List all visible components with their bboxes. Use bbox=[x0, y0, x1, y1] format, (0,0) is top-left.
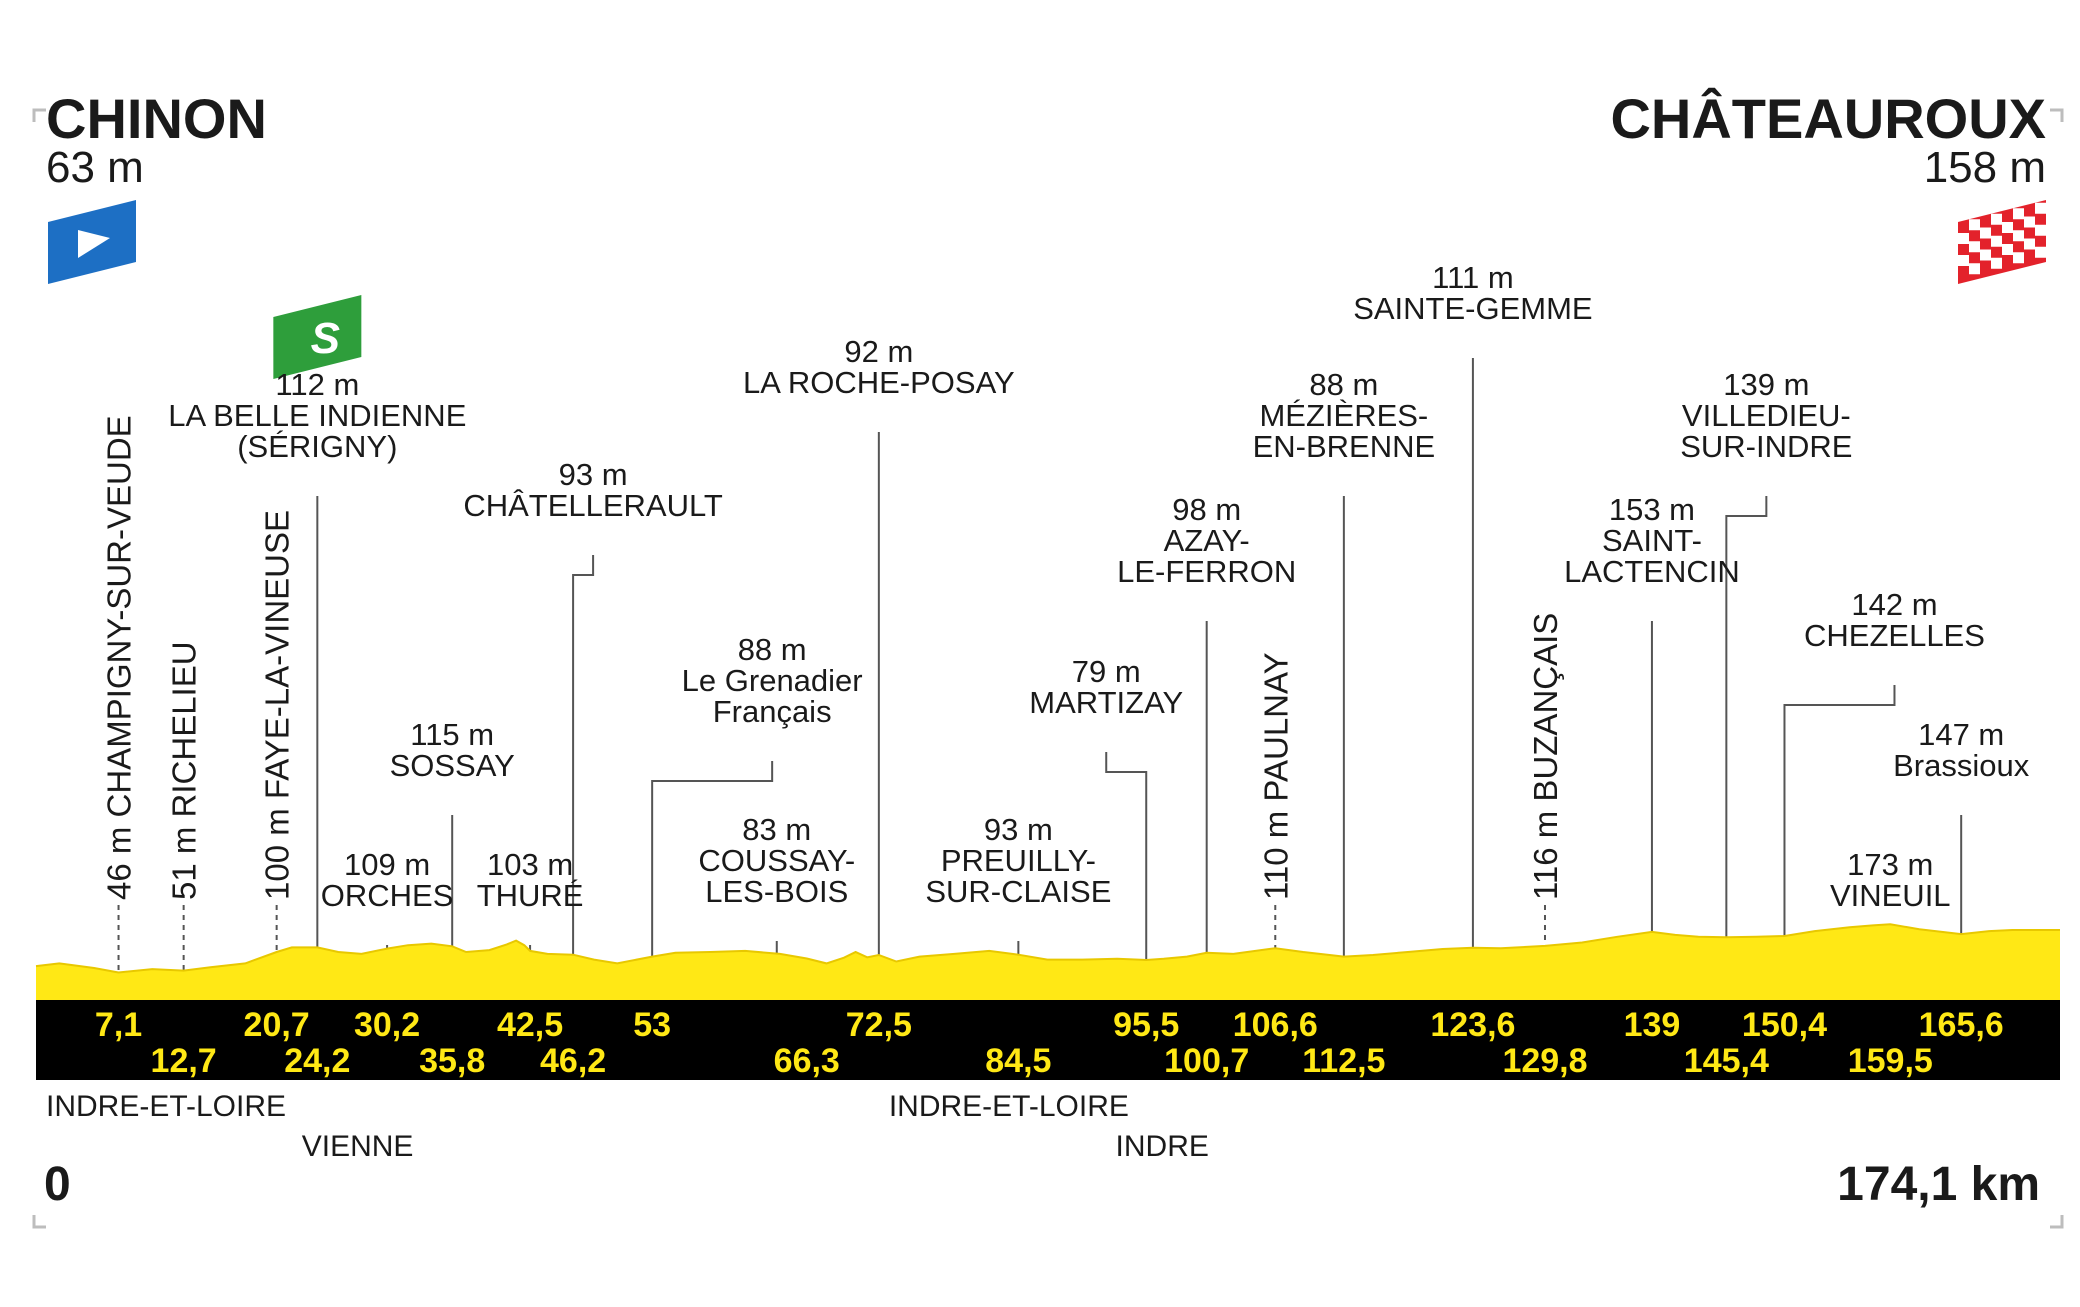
place-leader-line bbox=[1105, 752, 1148, 960]
sprint-icon: S bbox=[273, 295, 362, 379]
place-label: 116 m BUZANÇAIS bbox=[1527, 613, 1564, 900]
place-labels: 46 m CHAMPIGNY-SUR-VEUDE 51 m RICHELIEU 10… bbox=[101, 260, 2030, 913]
km-marker-label: 20,7 bbox=[244, 1006, 310, 1044]
km-marker-label: 106,6 bbox=[1233, 1006, 1318, 1044]
finish-elevation: 158 m bbox=[1924, 143, 2046, 192]
place-label: 110 m PAULNAY bbox=[1257, 652, 1294, 900]
km-marker-label: 95,5 bbox=[1113, 1006, 1179, 1044]
km-marker-label: 145,4 bbox=[1684, 1042, 1769, 1080]
department-label: INDRE-ET-LOIRE bbox=[889, 1090, 1129, 1123]
km-marker-label: 139 bbox=[1624, 1006, 1681, 1044]
km-marker-label: 30,2 bbox=[354, 1006, 420, 1044]
start-town-name: CHINON bbox=[46, 87, 267, 150]
km-marker-label: 53 bbox=[633, 1006, 671, 1044]
km-marker-label: 46,2 bbox=[540, 1042, 606, 1080]
km-marker-label: 12,7 bbox=[151, 1042, 217, 1080]
department-label: INDRE-ET-LOIRE bbox=[46, 1090, 286, 1123]
place-leader-line bbox=[572, 555, 595, 955]
place-leader-lines bbox=[117, 358, 1963, 973]
profile-area bbox=[36, 924, 2060, 1000]
km-band: 7,112,7 20,724,230,235,8 42,546,2 53 66,372,… bbox=[36, 1000, 2060, 1080]
start-flag-icon bbox=[48, 200, 136, 284]
km-marker-label: 84,5 bbox=[985, 1042, 1051, 1080]
km-marker-label: 129,8 bbox=[1502, 1042, 1587, 1080]
place-leader-line bbox=[1783, 685, 1896, 937]
place-label: 51 m RICHELIEU bbox=[166, 641, 203, 900]
department-label: INDRE bbox=[1116, 1130, 1209, 1163]
km-marker-label: 72,5 bbox=[846, 1006, 912, 1044]
profile-outline bbox=[35, 923, 2060, 974]
finish-flag-icon bbox=[1958, 200, 2046, 284]
km-marker-label: 24,2 bbox=[284, 1042, 350, 1080]
km-marker-label: 159,5 bbox=[1848, 1042, 1933, 1080]
start-elevation: 63 m bbox=[46, 143, 144, 192]
department-labels: INDRE-ET-LOIRE VIENNE INDRE-ET-LOIRE INDRE bbox=[46, 1090, 1209, 1163]
km-marker-label: 112,5 bbox=[1302, 1042, 1385, 1080]
km-marker-label: 165,6 bbox=[1919, 1006, 2004, 1044]
km-marker-label: 35,8 bbox=[419, 1042, 485, 1080]
km-marker-label: 150,4 bbox=[1742, 1006, 1827, 1044]
km-marker-label: 7,1 bbox=[95, 1006, 142, 1044]
km-band-background bbox=[36, 1000, 2060, 1080]
elevation-profile bbox=[35, 923, 2060, 1000]
frame-corners bbox=[32, 108, 2064, 1229]
department-label: VIENNE bbox=[302, 1130, 414, 1163]
place-label: 46 m CHAMPIGNY-SUR-VEUDE bbox=[101, 415, 138, 900]
sprint-label: S bbox=[311, 314, 340, 363]
start-km-label: 0 bbox=[44, 1158, 71, 1211]
km-marker-label: 66,3 bbox=[774, 1042, 840, 1080]
place-label: 100 m FAYE-LA-VINEUSE bbox=[259, 510, 296, 900]
km-marker-label: 100,7 bbox=[1164, 1042, 1249, 1080]
place-leader-line bbox=[651, 761, 774, 957]
km-marker-label: 42,5 bbox=[497, 1006, 563, 1044]
place-leader-line bbox=[1725, 496, 1768, 938]
finish-km-label: 174,1 km bbox=[1837, 1158, 2040, 1211]
finish-town-name: CHÂTEAUROUX bbox=[1610, 87, 2046, 150]
km-marker-label: 123,6 bbox=[1430, 1006, 1515, 1044]
